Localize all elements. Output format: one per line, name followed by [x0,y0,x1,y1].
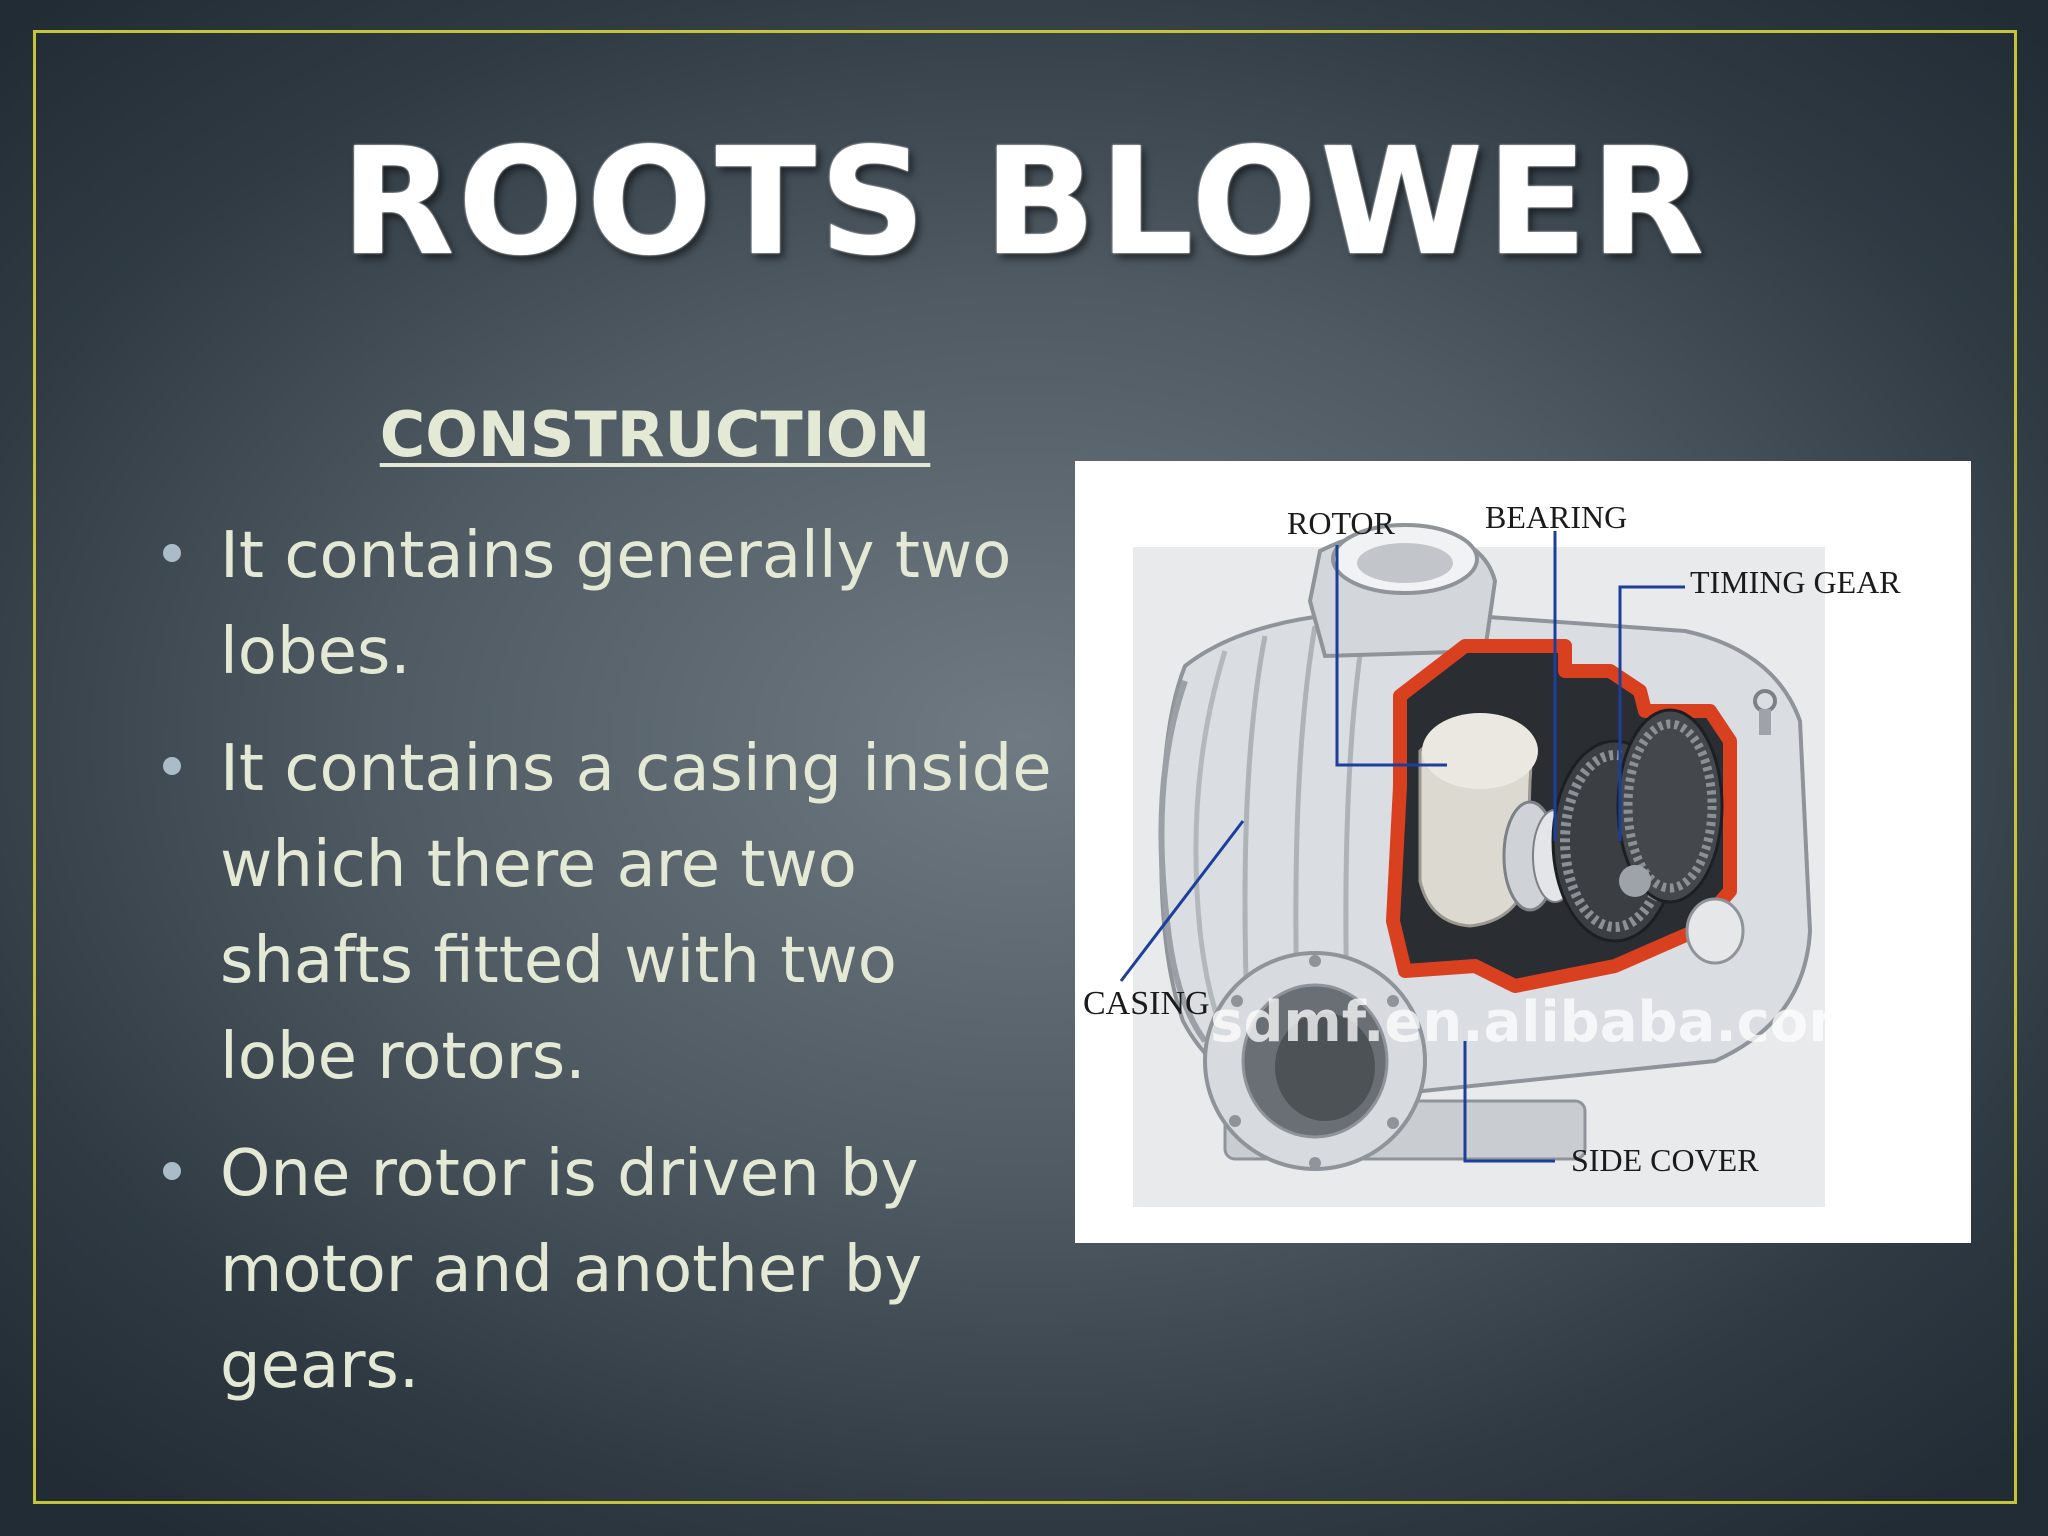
casing-label: CASING [1083,985,1210,1022]
section-heading: CONSTRUCTION [379,398,931,471]
bullet-text: One rotor is driven by motor and another… [220,1137,923,1403]
bullet-text: It contains a casing inside which there … [220,732,1052,1094]
watermark-text: sdmf.en.alibaba.com [1210,990,1867,1055]
bullet-dot-icon [163,1162,181,1180]
casing-leader-line [1119,820,1245,982]
timing-gear-leader-line [1618,585,1685,841]
timing-gear-label: TIMING GEAR [1690,564,1901,600]
side-cover-label: SIDE COVER [1571,1142,1759,1178]
roots-blower-diagram: sdmf.en.alibaba.com ROTOR BEARING TIMING… [1075,461,1971,1243]
bullet-dot-icon [163,757,181,775]
bullet-item: It contains a casing inside which there … [156,721,1056,1105]
bearing-label: BEARING [1485,499,1627,535]
rotor-label: ROTOR [1287,505,1396,541]
slide-border [33,30,2017,1504]
slide-title: ROOTS BLOWER [340,116,1708,288]
side-cover-leader-line [1463,1041,1555,1163]
bullet-list: It contains generally two lobes. It cont… [156,508,1056,1435]
bullet-text: It contains generally two lobes. [220,519,1012,689]
bullet-dot-icon [163,544,181,562]
bullet-item: One rotor is driven by motor and another… [156,1126,1056,1414]
bullet-item: It contains generally two lobes. [156,508,1056,700]
blower-illustration [1158,523,1813,1171]
rotor-leader-line [1335,545,1447,767]
leader-lines [1119,531,1685,1163]
